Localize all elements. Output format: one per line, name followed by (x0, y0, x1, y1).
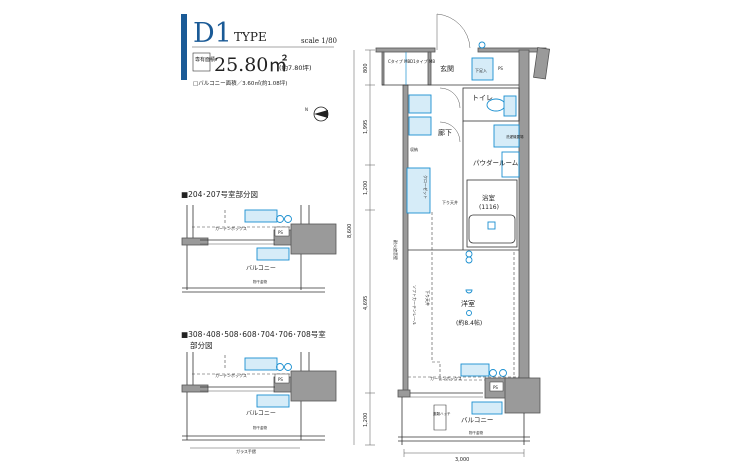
lowered-ceiling-label-2: 下り天井 (425, 290, 431, 306)
scale-label: scale 1/80 (301, 37, 337, 45)
partial-plan-title: ■308･408･508･608･704･706･708号室 (181, 329, 326, 339)
handrail-label: 物干金物 (253, 425, 267, 430)
dim-1995: 1,995 (363, 120, 369, 134)
area-value: 25.80㎡ (214, 53, 287, 76)
dim-1200-balcony: 1,200 (363, 413, 369, 427)
curtain-box-label: カーテンボックス (215, 372, 247, 378)
area-label: 専有面積 (195, 56, 215, 63)
dim-1200: 1,200 (363, 181, 369, 195)
shoe-box-label: 下足入 (475, 68, 487, 73)
partial-plan-title-line2: 部分図 (190, 340, 213, 350)
ps-label: PS (278, 230, 283, 235)
partial-plan-204-207: ■204･207号室部分図 カーテンボックス PS バルコニー 物干金物 (181, 189, 337, 293)
washer-label: 洗濯機置場 (506, 134, 524, 139)
lowered-ceiling-label: 下り天井 (442, 199, 458, 205)
type-label: TYPE (234, 30, 267, 44)
curtain-rail-label: ソフトカーテンレール (412, 285, 418, 325)
handrail-label: 物干金物 (253, 279, 267, 284)
balcony-area: □バルコニー面積／3.60㎡(約1.08坪) (193, 79, 287, 87)
closet-label: クローゼット (423, 175, 429, 199)
western-room-size-label: (約8.4帖) (456, 319, 482, 327)
bath-label: 浴室 (482, 193, 496, 202)
dim-3000: 3,000 (455, 457, 469, 463)
type-code: D1 (193, 18, 232, 49)
balcony-label: バルコニー (246, 410, 276, 417)
hallway-label: 廊下 (438, 128, 452, 137)
entrance-label: 玄関 (440, 64, 454, 73)
partial-plan-308-708: ■308･408･508･608･704･706･708号室 部分図 カーテンボ… (181, 329, 337, 454)
partial-plan-title: ■204･207号室部分図 (181, 189, 258, 199)
accent-bar (181, 14, 187, 80)
dimension-lines: 800 1,995 1,200 8,600 4,695 1,200 3,000 (347, 49, 525, 463)
fire-wall-label: 耐火遮音壁 (393, 240, 399, 260)
curtain-box-label: カーテンボックス (430, 375, 462, 381)
area-tsubo: (約7.80坪) (279, 63, 312, 72)
entrance-door (436, 13, 471, 50)
handrail-label: 物干金物 (469, 430, 483, 435)
ps-label: PS (498, 66, 503, 71)
balcony-label: バルコニー (461, 416, 493, 424)
balcony-label: バルコニー (246, 265, 276, 272)
bath-size-label: (1116) (479, 204, 499, 211)
curtain-box-label: カーテンボックス (215, 225, 247, 231)
mb-c-label: Cタイプ MB (388, 58, 411, 64)
mb-d1-label: D1タイプ MB (410, 58, 435, 64)
main-plan: Cタイプ MB D1タイプ MB 玄関 下足入 PS トイレ 廊下 収納 クロー… (375, 13, 551, 445)
ps-label: PS (278, 377, 283, 382)
storage-label: 収納 (410, 146, 418, 152)
svg-text:N: N (305, 107, 308, 112)
powder-room-label: パウダールーム (473, 158, 519, 167)
toilet-label: トイレ (472, 94, 493, 102)
evac-hatch-label: 避難ハッチ (433, 411, 451, 416)
western-room-label: 洋室 (461, 299, 475, 308)
dim-8600: 8,600 (347, 224, 353, 238)
north-compass-icon: N (305, 106, 329, 122)
dim-4695: 4,695 (363, 296, 369, 310)
glass-rail-label: ガラス手摺 (236, 448, 256, 454)
header: D1 TYPE scale 1/80 専有面積 25.80㎡ (約7.80坪) … (181, 14, 337, 122)
ps2-label: PS (493, 385, 498, 390)
dim-800: 800 (363, 63, 369, 73)
area-label-box (192, 52, 211, 72)
